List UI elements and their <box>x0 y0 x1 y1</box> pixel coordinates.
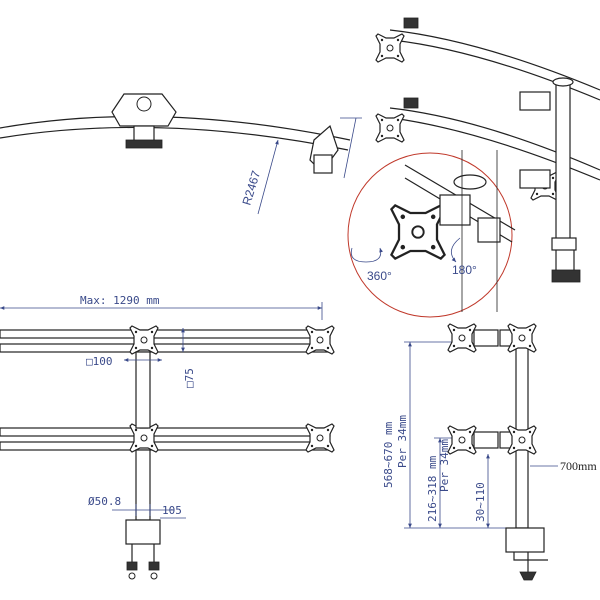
upper-arm <box>0 325 335 355</box>
height-range-lower-step-label: Per 34mm <box>438 439 451 492</box>
vesa-plate-icon <box>305 423 335 453</box>
vesa-plate-icon <box>305 325 335 355</box>
front-view: Max: 1290 mm □100 □75 Ø50.8 105 <box>0 294 335 580</box>
vesa-height-label: □75 <box>183 368 196 388</box>
clamp-depth-label: 105 <box>162 504 182 517</box>
side-view: 568~670 mm Per 34mm 216~318 mm Per 34mm … <box>382 323 597 581</box>
side-vesa-mount <box>309 124 339 174</box>
vesa-plate-icon <box>129 325 159 355</box>
clamp-icon <box>125 519 161 580</box>
pole-diameter-label: Ø50.8 <box>88 495 121 508</box>
rotation-arrow-icon <box>350 237 461 263</box>
detail-callout: 360° 180° <box>347 150 516 318</box>
detail-vesa-plate <box>390 204 446 260</box>
vesa-width-label: □100 <box>86 355 113 368</box>
lower-arm <box>0 423 335 453</box>
height-range-lower-label: 216~318 mm <box>426 455 439 522</box>
max-width-label: Max: 1290 mm <box>80 294 160 307</box>
tilt-180-label: 180° <box>452 263 477 277</box>
pole-lower-section <box>135 449 151 521</box>
center-mount-hub <box>111 93 177 149</box>
lower-side-mounts <box>447 425 537 455</box>
vertical-pole <box>551 77 581 283</box>
radius-label: R2467 <box>239 169 263 207</box>
side-clamp-icon <box>505 527 548 581</box>
height-range-total-label: 568~670 mm <box>382 421 395 488</box>
upper-side-mounts <box>447 323 537 353</box>
curved-arm-view: R2467 <box>0 93 362 215</box>
clamp-range-label: 30~110 <box>474 482 487 522</box>
stacked-arms-perspective <box>375 17 600 283</box>
pole-height-label: 700mm <box>560 459 597 473</box>
height-range-total-step-label: Per 34mm <box>396 415 409 468</box>
pole-upper-section <box>135 351 151 429</box>
rotation-360-label: 360° <box>367 269 392 283</box>
